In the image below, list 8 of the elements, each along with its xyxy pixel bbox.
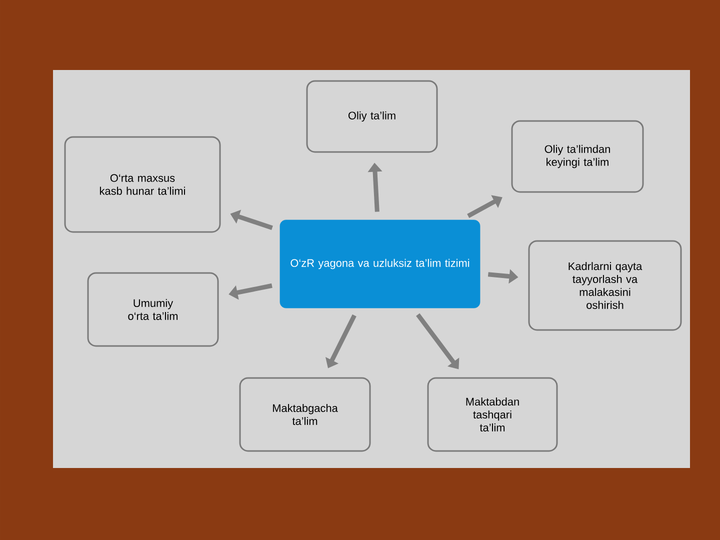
process-box: Oliy ta’lim	[306, 80, 438, 153]
central-box: O‘zR yagona va uzluksiz ta’lim tizimi	[280, 220, 480, 308]
process-box: Kadrlarni qayta tayyorlash va malakasini oshirish	[528, 240, 682, 331]
process-box: Umumiy o‘rta ta’lim	[87, 272, 219, 347]
process-box: Maktabdan tashqari ta’lim	[427, 377, 558, 452]
process-box: Maktabgacha ta’lim	[239, 377, 371, 452]
process-box: O‘rta maxsus kasb hunar ta’limi	[64, 136, 221, 233]
process-box: Oliy ta’limdan keyingi ta’lim	[511, 120, 644, 193]
